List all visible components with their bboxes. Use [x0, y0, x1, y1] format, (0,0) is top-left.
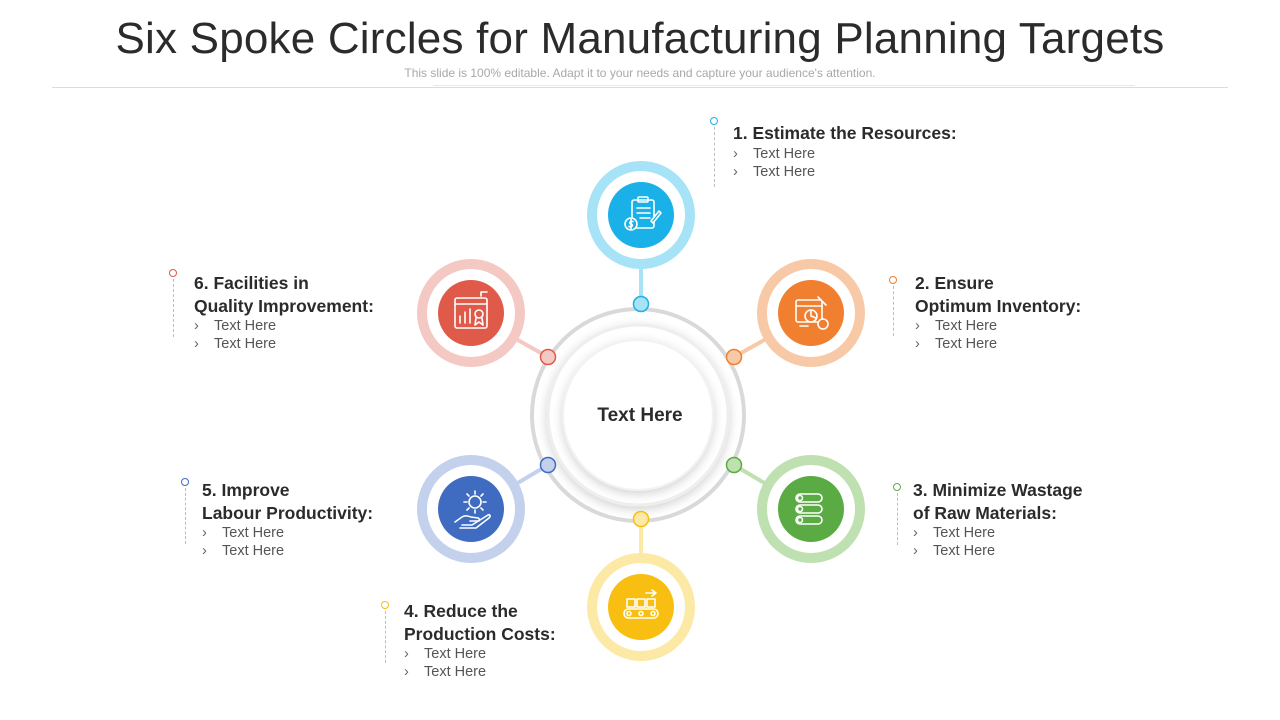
list-item: Text Here — [404, 645, 486, 663]
spoke-1-heading: 1. Estimate the Resources: — [733, 123, 957, 143]
list-item: Text Here — [733, 163, 815, 181]
conveyor-belt-icon — [623, 589, 659, 619]
gear-hand-icon — [454, 490, 491, 529]
spoke-1-marker-dot — [710, 117, 718, 125]
spoke-1-items: Text Here Text Here — [733, 145, 815, 181]
spoke-5-icon-disc — [438, 476, 504, 542]
page-subtitle: This slide is 100% editable. Adapt it to… — [404, 66, 876, 80]
hub-inner-disc — [562, 339, 714, 491]
spoke-4-heading: 4. Reduce the Production Costs: — [404, 601, 556, 644]
list-item: Text Here — [915, 335, 997, 353]
spoke-2-items: Text Here Text Here — [915, 317, 997, 353]
spoke-2 — [725, 259, 865, 367]
list-item: Text Here — [404, 663, 486, 681]
spoke-3-heading: 3. Minimize Wastage of Raw Materials: — [913, 480, 1083, 523]
spoke-2-connector-dot — [725, 348, 743, 366]
list-item: Text Here — [913, 542, 995, 560]
quality-report-icon — [454, 291, 488, 329]
spoke-5-connector-dot — [539, 456, 557, 474]
spoke-3-items: Text Here Text Here — [913, 524, 995, 560]
spoke-2-marker-dot — [889, 276, 897, 284]
spoke-6-items: Text Here Text Here — [194, 317, 276, 353]
spoke-6-marker-dot — [169, 269, 177, 277]
spoke-5-marker-dot — [181, 478, 189, 486]
spoke-6 — [417, 259, 557, 367]
spoke-6-heading: 6. Facilities in Quality Improvement: — [194, 273, 374, 316]
spoke-5-heading: 5. Improve Labour Productivity: — [202, 480, 374, 523]
inventory-chart-icon — [795, 296, 829, 330]
title-divider — [52, 87, 1228, 88]
spoke-4-marker-dot — [381, 601, 389, 609]
raw-material-logs-icon — [795, 493, 823, 525]
list-item: Text Here — [194, 335, 276, 353]
spoke-3 — [725, 455, 865, 563]
spoke-3-connector-dot — [725, 456, 743, 474]
clipboard-dollar-icon — [624, 196, 662, 231]
spoke-1 — [587, 161, 695, 313]
spoke-5-items: Text Here Text Here — [202, 524, 284, 560]
list-item: Text Here — [194, 317, 276, 335]
spoke-4-connector-dot — [632, 510, 650, 528]
hub-label: Text Here — [597, 405, 683, 426]
spoke-4 — [587, 510, 695, 661]
spoke-1-icon-disc — [608, 182, 674, 248]
list-item: Text Here — [202, 542, 284, 560]
title-divider-accent — [433, 85, 1135, 86]
list-item: Text Here — [733, 145, 815, 163]
spoke-6-icon-disc — [438, 280, 504, 346]
list-item: Text Here — [915, 317, 997, 335]
spoke-4-items: Text Here Text Here — [404, 645, 486, 681]
page-title: Six Spoke Circles for Manufacturing Plan… — [115, 14, 1165, 63]
spoke-3-icon-disc — [778, 476, 844, 542]
list-item: Text Here — [913, 524, 995, 542]
list-item: Text Here — [202, 524, 284, 542]
spoke-2-heading: 2. Ensure Optimum Inventory: — [915, 273, 1082, 316]
spoke-3-marker-dot — [893, 483, 901, 491]
spoke-6-connector-dot — [539, 348, 557, 366]
spoke-1-connector-dot — [632, 295, 650, 313]
spoke-5 — [417, 455, 557, 563]
